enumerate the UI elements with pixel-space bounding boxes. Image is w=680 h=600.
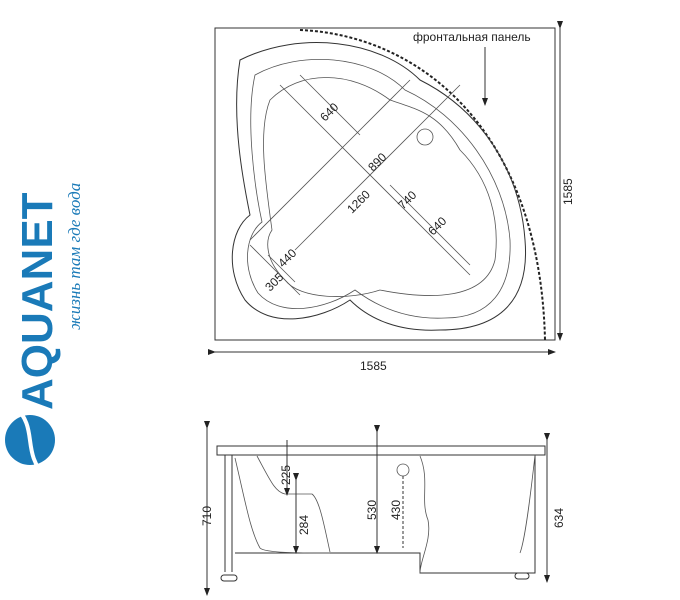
dim-305: 305 bbox=[262, 270, 286, 294]
seat bbox=[256, 455, 331, 553]
logo-text: AQUANET bbox=[13, 192, 62, 410]
drain-icon bbox=[416, 128, 434, 146]
dim-depth-1585: 1585 bbox=[561, 178, 575, 205]
top-view: 640 890 1260 740 640 440 305 фронтальная… bbox=[208, 21, 575, 373]
dim-710: 710 bbox=[200, 506, 214, 526]
dim-634: 634 bbox=[552, 508, 566, 528]
tub-rim-inner bbox=[247, 58, 511, 319]
dim-1260: 1260 bbox=[344, 187, 373, 216]
tub-rim bbox=[216, 445, 546, 456]
dim-530: 530 bbox=[365, 500, 379, 520]
dim-430: 430 bbox=[389, 500, 403, 520]
aquanet-logo: AQUANET жизнь там где вода bbox=[5, 183, 84, 480]
dim-740: 740 bbox=[395, 188, 419, 212]
overflow-icon bbox=[396, 463, 410, 477]
dim-width-1585: 1585 bbox=[360, 359, 387, 373]
dim-640-right: 640 bbox=[425, 214, 449, 238]
dim-890: 890 bbox=[365, 150, 389, 174]
tub-basin bbox=[263, 77, 497, 297]
side-view: 710 225 284 530 430 634 bbox=[200, 421, 566, 596]
top-view-outline bbox=[214, 27, 556, 341]
logo-slogan: жизнь там где вода bbox=[65, 183, 84, 330]
dim-225: 225 bbox=[279, 465, 293, 485]
front-panel-line bbox=[299, 29, 546, 341]
left-leg bbox=[224, 455, 233, 572]
front-panel-label: фронтальная панель bbox=[413, 30, 531, 44]
dim-284: 284 bbox=[297, 515, 311, 535]
tub-rim-outer bbox=[231, 42, 527, 331]
dim-640-top: 640 bbox=[317, 100, 341, 124]
